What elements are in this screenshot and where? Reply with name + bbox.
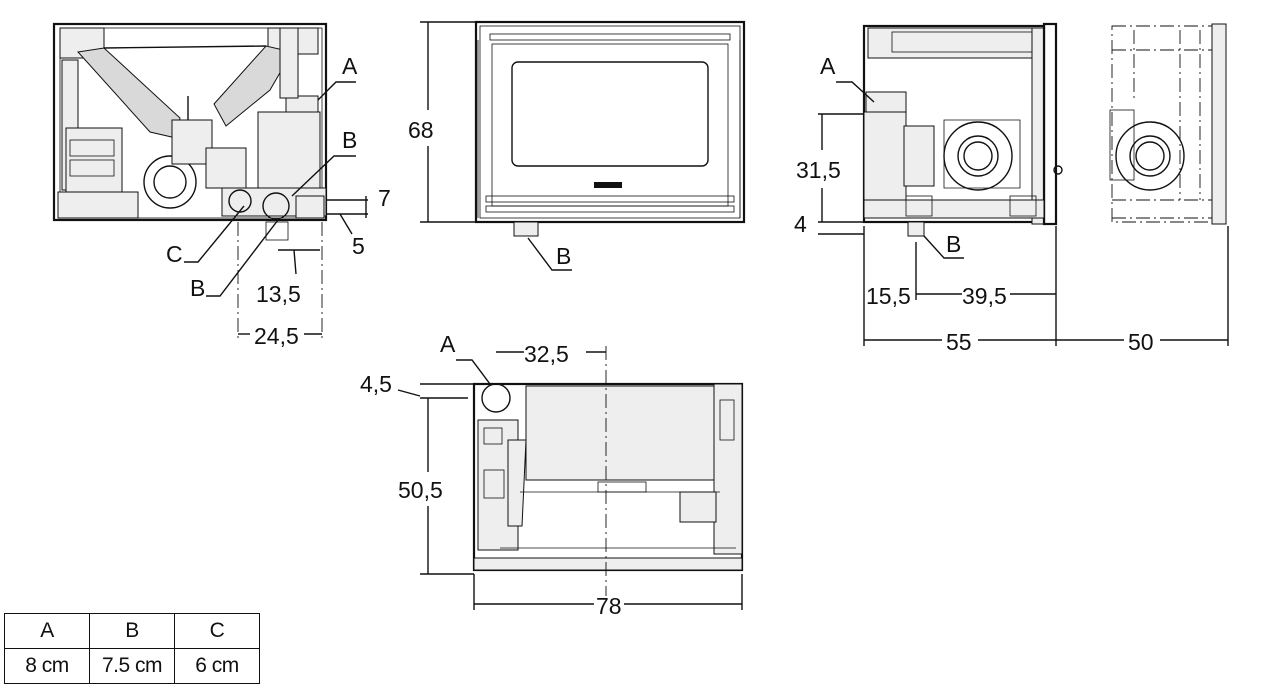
front-glass-view: [474, 20, 746, 237]
dim-31-5: 31,5: [796, 157, 841, 183]
dim-55: 55: [946, 329, 972, 355]
dim-5: 5: [352, 233, 365, 259]
label-b2-view1: B: [190, 275, 205, 301]
dim-78: 78: [596, 593, 622, 619]
dim-68: 68: [408, 117, 434, 143]
top-annotations: A 32,5 4,5 50,5 78: [360, 331, 743, 619]
legend-header-c: C: [174, 613, 260, 649]
legend-header-row: A B C: [4, 613, 260, 649]
front-glass-annotations: 68 B: [408, 21, 572, 271]
legend-value-b: 7.5 cm: [89, 648, 175, 684]
pipe-diameter-legend: A B C 8 cm 7.5 cm 6 cm: [4, 613, 260, 684]
dim-4: 4: [794, 211, 807, 237]
legend-value-row: 8 cm 7.5 cm 6 cm: [4, 648, 260, 684]
label-c-view1: C: [166, 241, 183, 267]
dim-39-5: 39,5: [962, 283, 1007, 309]
dim-24-5: 24,5: [254, 323, 299, 349]
dim-50: 50: [1128, 329, 1154, 355]
top-view: [472, 346, 744, 596]
dim-15-5: 15,5: [866, 283, 911, 309]
side-ghost-view: [1109, 23, 1227, 225]
label-b-view3: B: [946, 231, 961, 257]
label-b-view1: B: [342, 127, 357, 153]
legend-header-b: B: [89, 613, 175, 649]
dim-7: 7: [378, 185, 391, 211]
side-annotations: A B 31,5 4 15,5 39,5 55 50: [794, 53, 1229, 355]
legend-value-a: 8 cm: [4, 648, 90, 684]
label-b-view2: B: [556, 243, 571, 269]
dim-13-5: 13,5: [256, 281, 301, 307]
dim-32-5: 32,5: [524, 341, 569, 367]
dim-50-5: 50,5: [398, 477, 443, 503]
legend-header-a: A: [4, 613, 90, 649]
front-mechanism-annotations: A B C B 7 5 13,5 24,5: [166, 53, 391, 349]
dim-4-5: 4,5: [360, 371, 392, 397]
label-a-view5: A: [440, 331, 456, 357]
side-view: [862, 22, 1063, 237]
legend-value-c: 6 cm: [174, 648, 260, 684]
label-a-view1: A: [342, 53, 358, 79]
label-a-view3: A: [820, 53, 836, 79]
front-mechanism-view: [52, 22, 328, 338]
